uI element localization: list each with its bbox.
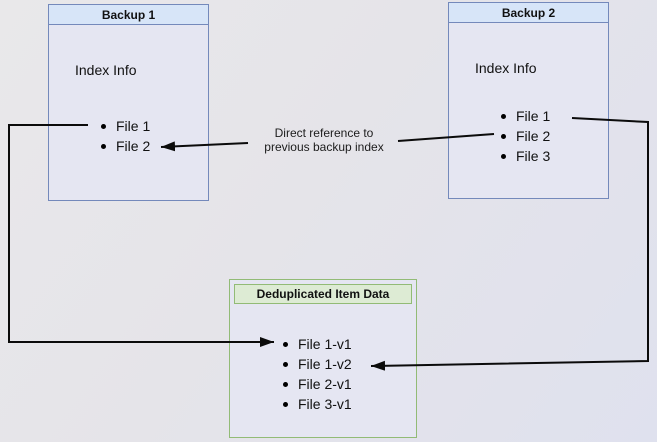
backup2-file-2: File 2 [516, 128, 551, 144]
backup1-file-1: File 1 [116, 118, 151, 134]
dedup-item-list: File 1-v1 File 1-v2 File 2-v1 File 3-v1 [283, 334, 352, 414]
list-item: File 1-v2 [283, 354, 352, 374]
backup1-file-list: File 1 File 2 [101, 116, 150, 156]
reference-edge-label-line1: Direct reference to [274, 126, 374, 140]
bullet-icon [501, 133, 506, 139]
bullet-icon [101, 123, 106, 129]
backup1-file-2: File 2 [116, 138, 151, 154]
backup1-index-info-label: Index Info [75, 62, 137, 78]
dedup-node: Deduplicated Item Data File 1-v1 File 1-… [229, 279, 417, 438]
reference-edge-label: Direct reference to previous backup inde… [238, 126, 410, 154]
bullet-icon [283, 341, 288, 347]
bullet-icon [101, 143, 106, 149]
list-item: File 2 [101, 136, 150, 156]
backup1-title: Backup 1 [49, 5, 208, 25]
reference-edge-label-line2: previous backup index [264, 140, 384, 154]
dedup-item-4: File 3-v1 [298, 396, 352, 412]
backup1-node: Backup 1 Index Info File 1 File 2 [48, 4, 209, 201]
backup2-node: Backup 2 Index Info File 1 File 2 File 3 [448, 2, 609, 199]
dedup-item-2: File 1-v2 [298, 356, 352, 372]
list-item: File 1 [501, 106, 550, 126]
backup2-file-3: File 3 [516, 148, 551, 164]
bullet-icon [283, 381, 288, 387]
list-item: File 2-v1 [283, 374, 352, 394]
backup2-file-list: File 1 File 2 File 3 [501, 106, 550, 166]
list-item: File 2 [501, 126, 550, 146]
bullet-icon [501, 153, 506, 159]
bullet-icon [501, 113, 506, 119]
dedup-item-1: File 1-v1 [298, 336, 352, 352]
backup2-file-1: File 1 [516, 108, 551, 124]
bullet-icon [283, 401, 288, 407]
bullet-icon [283, 361, 288, 367]
dedup-title: Deduplicated Item Data [234, 284, 412, 304]
list-item: File 1 [101, 116, 150, 136]
backup2-index-info-label: Index Info [475, 60, 537, 76]
dedup-item-3: File 2-v1 [298, 376, 352, 392]
list-item: File 3-v1 [283, 394, 352, 414]
list-item: File 3 [501, 146, 550, 166]
list-item: File 1-v1 [283, 334, 352, 354]
backup2-title: Backup 2 [449, 3, 608, 23]
